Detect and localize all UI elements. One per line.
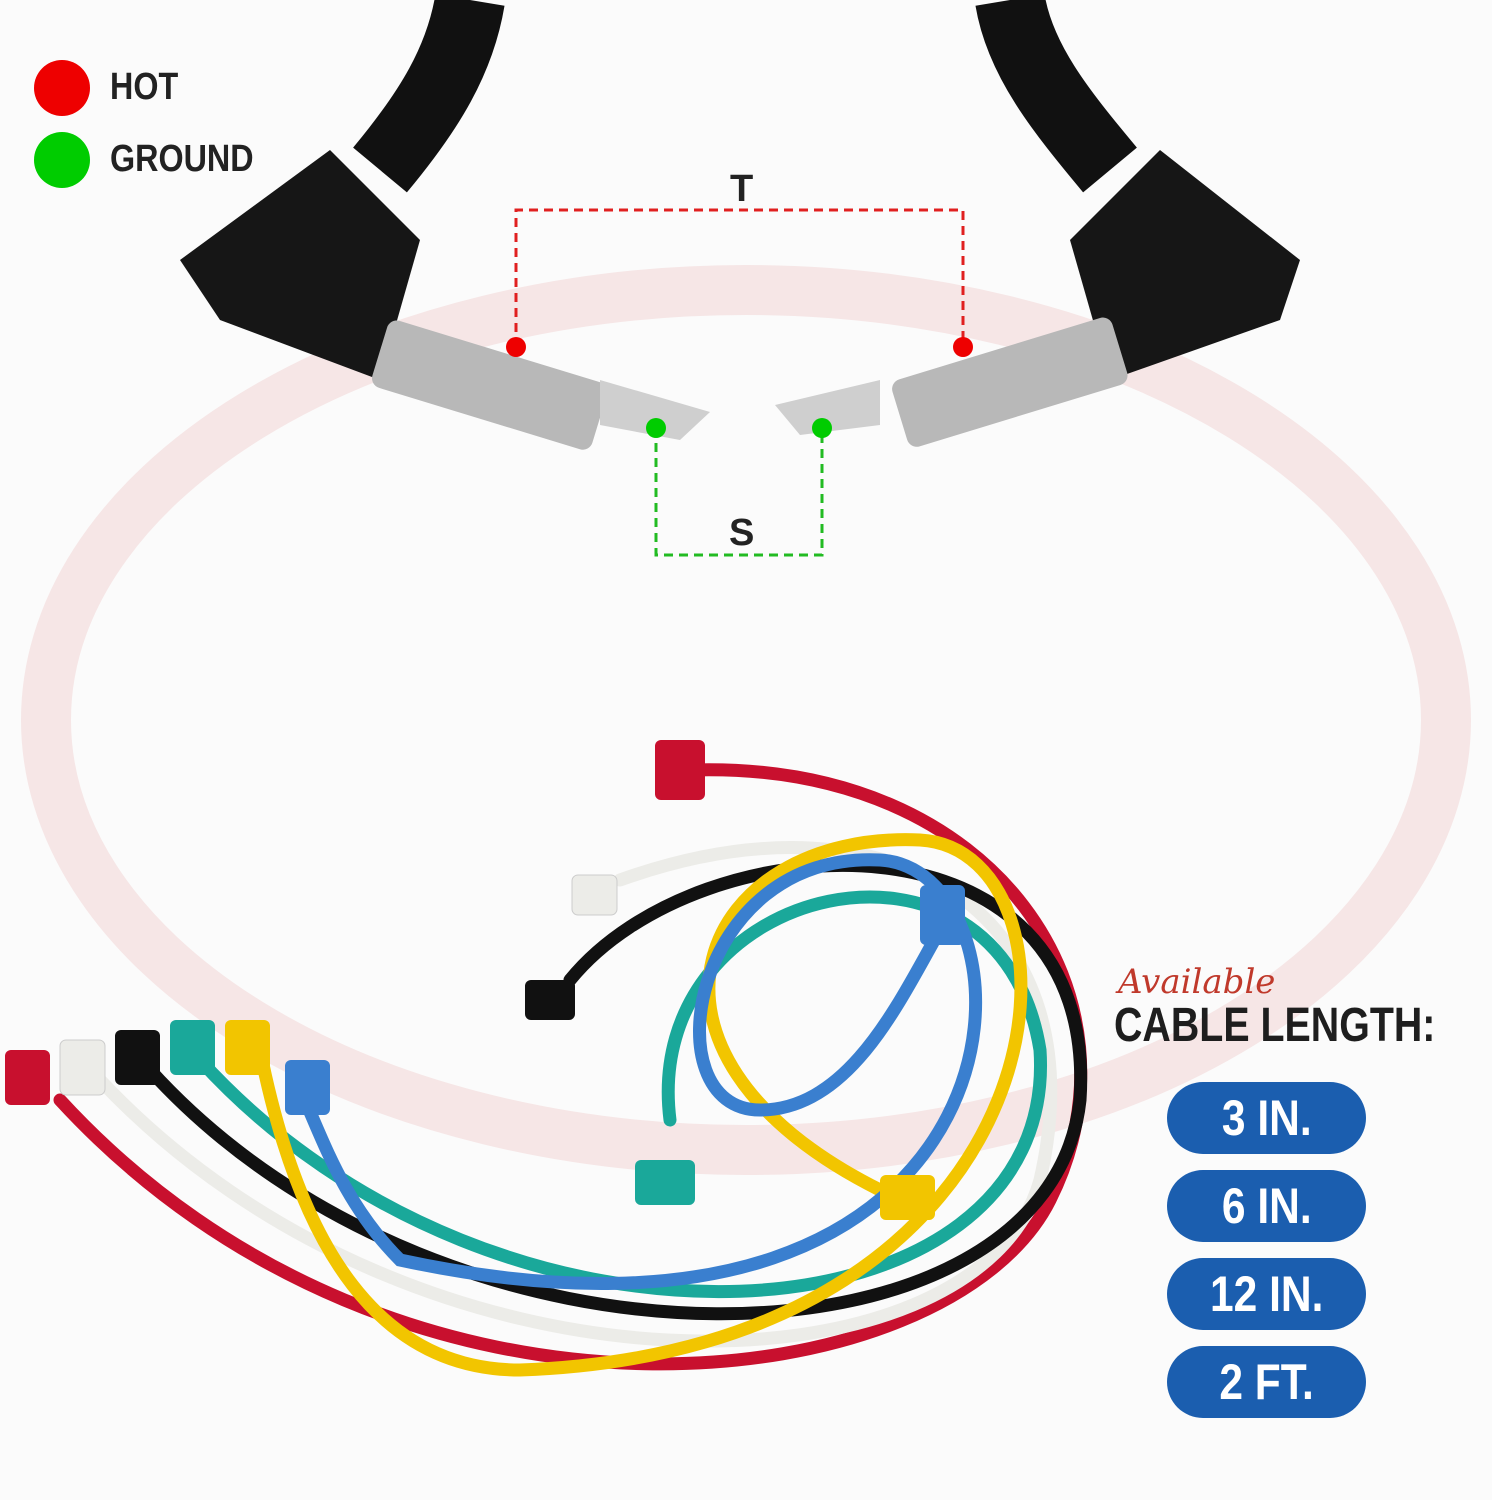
cable-length-title: CABLE LENGTH:: [1114, 999, 1436, 1052]
tip-connection-line: [514, 208, 965, 347]
hot-point-right: [953, 337, 973, 357]
black-patch-cable-left: [180, 0, 710, 450]
ground-point-right: [812, 418, 832, 438]
length-label: 3 IN.: [1221, 1090, 1312, 1146]
hot-legend-dot: [34, 60, 90, 116]
length-label: 6 IN.: [1221, 1178, 1312, 1234]
length-option-12in: 12 IN.: [1167, 1258, 1366, 1330]
black-patch-cable-right: [775, 0, 1300, 447]
ground-point-left: [646, 418, 666, 438]
blue-cable: [293, 853, 982, 1290]
hot-legend-label: HOT: [110, 66, 179, 108]
available-script-label: Available: [1118, 962, 1276, 1002]
ground-legend-label: GROUND: [110, 138, 254, 180]
hot-point-left: [506, 337, 526, 357]
colored-patch-cables: [53, 763, 1088, 1377]
length-option-2ft: 2 FT.: [1167, 1346, 1366, 1418]
watermark-logo: [21, 265, 1471, 1175]
length-option-3in: 3 IN.: [1167, 1082, 1366, 1154]
sleeve-connection-line: [654, 428, 824, 557]
red-cable: [53, 763, 1088, 1371]
ground-legend-dot: [34, 132, 90, 188]
tip-label: T: [730, 168, 754, 210]
length-label: 12 IN.: [1209, 1266, 1324, 1322]
teal-cable: [193, 890, 1047, 1299]
length-label: 2 FT.: [1219, 1354, 1314, 1410]
patch-plugs: [5, 740, 965, 1220]
length-option-6in: 6 IN.: [1167, 1170, 1366, 1242]
sleeve-label: S: [729, 512, 755, 554]
